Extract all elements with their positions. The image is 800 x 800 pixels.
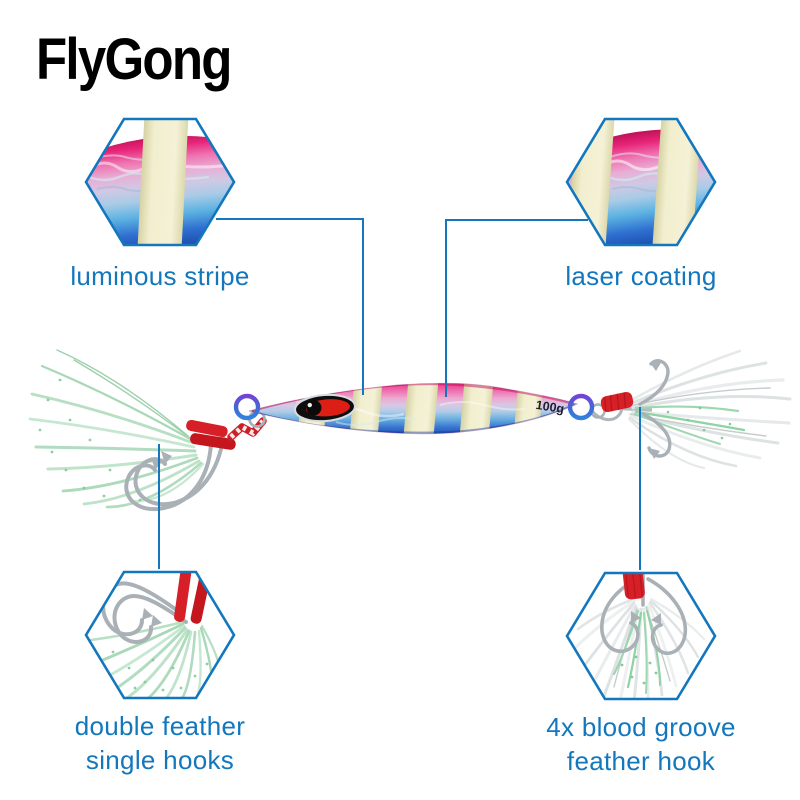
- label-luminous-stripe: luminous stripe: [70, 261, 250, 291]
- hook-point: [151, 457, 162, 470]
- hexagon-laser-coating: [565, 117, 717, 247]
- hexagon-border: [565, 571, 717, 701]
- callout-line-feather-hook-vertical: [639, 407, 641, 570]
- hexagon-border: [84, 570, 236, 700]
- callout-line-luminous-vertical: [362, 218, 364, 395]
- left-split-ring: [233, 393, 261, 421]
- left-feather-skirt: [28, 349, 205, 509]
- hook-point: [161, 451, 172, 464]
- hexagon-border: [84, 117, 236, 247]
- feather-hooks-closeup: [86, 572, 234, 698]
- lure-eye: [294, 393, 356, 423]
- callout-line-luminous-horizontal: [216, 218, 364, 220]
- label-blood-groove: 4x blood groove: [546, 712, 736, 742]
- luminous-stripe-closeup: [86, 119, 234, 245]
- hexagon-double-feather-hooks: [84, 570, 236, 700]
- laser-coating-closeup: [567, 119, 715, 245]
- brand-logo: FlyGong: [36, 27, 232, 92]
- label-laser-coating: laser coating: [565, 261, 717, 291]
- callout-line-single-hooks-vertical: [158, 444, 160, 569]
- hook-point: [649, 448, 660, 459]
- callout-line-laser-vertical: [445, 219, 447, 397]
- right-split-ring: [567, 393, 595, 421]
- right-sparkle-dots: [666, 406, 732, 440]
- weight-label: 100g: [535, 398, 565, 416]
- right-thread-wrap: [600, 391, 634, 413]
- label-single-hooks: single hooks: [85, 745, 235, 775]
- callout-line-laser-horizontal: [446, 219, 588, 221]
- hook-point: [651, 361, 662, 371]
- left-assist-hooks: [124, 429, 226, 512]
- treble-hook-closeup: [567, 573, 715, 699]
- left-assist-wraps: [186, 419, 236, 450]
- hexagon-border: [565, 117, 717, 247]
- lure-body: 100g: [248, 382, 579, 435]
- left-braided-cord: [227, 417, 267, 441]
- label-double-feather: double feather: [74, 711, 246, 741]
- right-sparkle-strands: [634, 405, 746, 445]
- product-photo-lure: 100g: [28, 349, 792, 512]
- hexagon-blood-groove-hook: [565, 571, 717, 701]
- hexagon-luminous-stripe: [84, 117, 236, 247]
- label-feather-hook: feather hook: [566, 746, 716, 776]
